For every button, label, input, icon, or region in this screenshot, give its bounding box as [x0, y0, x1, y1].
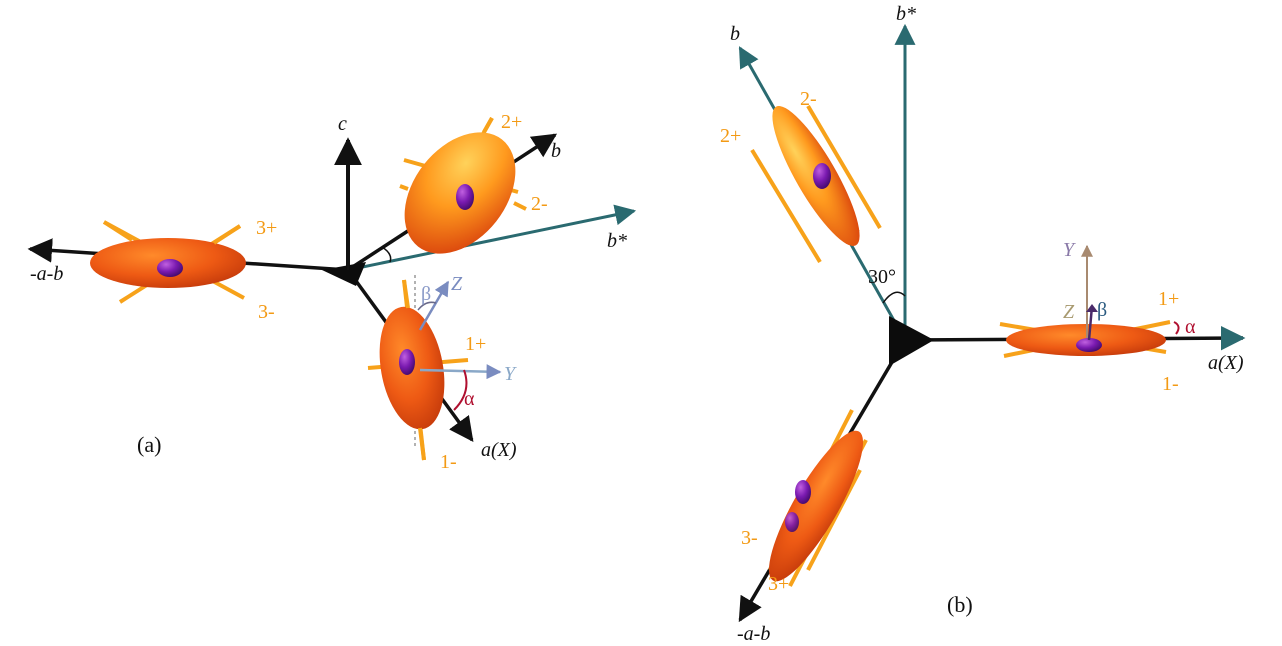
- angle-arc-beta: [417, 301, 437, 311]
- label-b: b: [551, 140, 561, 162]
- orbital-label-1-plus-b: 1+: [1158, 288, 1179, 310]
- orbital-label-2-minus-b: 2-: [800, 88, 817, 110]
- angle-arc-alpha: [453, 369, 468, 411]
- caption-a: (a): [137, 432, 161, 457]
- angle-arc-alpha-b: [1173, 321, 1180, 335]
- label-z: Z: [451, 273, 463, 295]
- panel-b: b* b a(X) -a-b Y Z β α 30° 2- 2+ 1+ 1- 3…: [720, 3, 1246, 645]
- origin-marker: [322, 262, 366, 286]
- molecule-1-b: [999, 244, 1180, 358]
- label-z-b: Z: [1063, 301, 1075, 323]
- label-alpha: α: [464, 388, 475, 410]
- label-b-star-b: b*: [896, 3, 916, 25]
- orbital-label-1-minus-b: 1-: [1162, 373, 1179, 395]
- molecule-2-b: [750, 104, 882, 264]
- molecule-3: [90, 220, 246, 304]
- origin-marker-b: [889, 316, 934, 366]
- angle-arc-30: [882, 291, 906, 304]
- orbital-label-2-plus-b: 2+: [720, 125, 741, 147]
- label-minus-a-minus-b: -a-b: [30, 263, 63, 285]
- atom-1-b: [1076, 338, 1102, 352]
- orbital-label-3-minus-b: 3-: [741, 527, 758, 549]
- label-a-x-b: a(X): [1208, 352, 1244, 374]
- caption-b: (b): [947, 592, 973, 617]
- atom-2-b: [813, 163, 831, 189]
- label-y-b: Y: [1063, 239, 1076, 261]
- label-b-b: b: [730, 23, 740, 45]
- label-c: c: [338, 113, 347, 135]
- label-y: Y: [504, 363, 517, 385]
- label-alpha-b: α: [1185, 316, 1196, 338]
- atom-3: [157, 259, 183, 277]
- orbital-label-1-plus: 1+: [465, 333, 486, 355]
- label-a-x: a(X): [481, 439, 517, 461]
- orbital-label-2-minus: 2-: [531, 193, 548, 215]
- orbital-label-1-minus: 1-: [440, 451, 457, 473]
- local-axis-y: [419, 364, 502, 380]
- atom-3-b: [795, 480, 811, 504]
- angle-arc-b-bstar: [381, 246, 392, 263]
- panel-a: c b b* -a-b a(X) Z Y β α 2+ 2- 3+ 3- 1+ …: [27, 111, 637, 473]
- atom-1: [399, 349, 415, 375]
- local-axis-z: [418, 280, 450, 331]
- orbital-label-3-plus: 3+: [256, 217, 277, 239]
- molecule-1: [367, 275, 502, 461]
- label-b-star: b*: [607, 230, 627, 252]
- orbital-label-3-plus-b: 3+: [768, 573, 789, 595]
- orbital-label-2-plus: 2+: [501, 111, 522, 133]
- axis-b-star: [347, 204, 637, 272]
- label-minus-a-minus-b-b: -a-b: [737, 623, 770, 645]
- orbital-label-3-minus: 3-: [258, 301, 275, 323]
- molecule-2: [399, 117, 527, 254]
- atom-2: [456, 184, 474, 210]
- label-thirty-deg: 30°: [868, 266, 896, 288]
- molecule-3-b: [768, 409, 868, 587]
- label-beta-b: β: [1097, 299, 1107, 321]
- label-beta: β: [421, 283, 431, 305]
